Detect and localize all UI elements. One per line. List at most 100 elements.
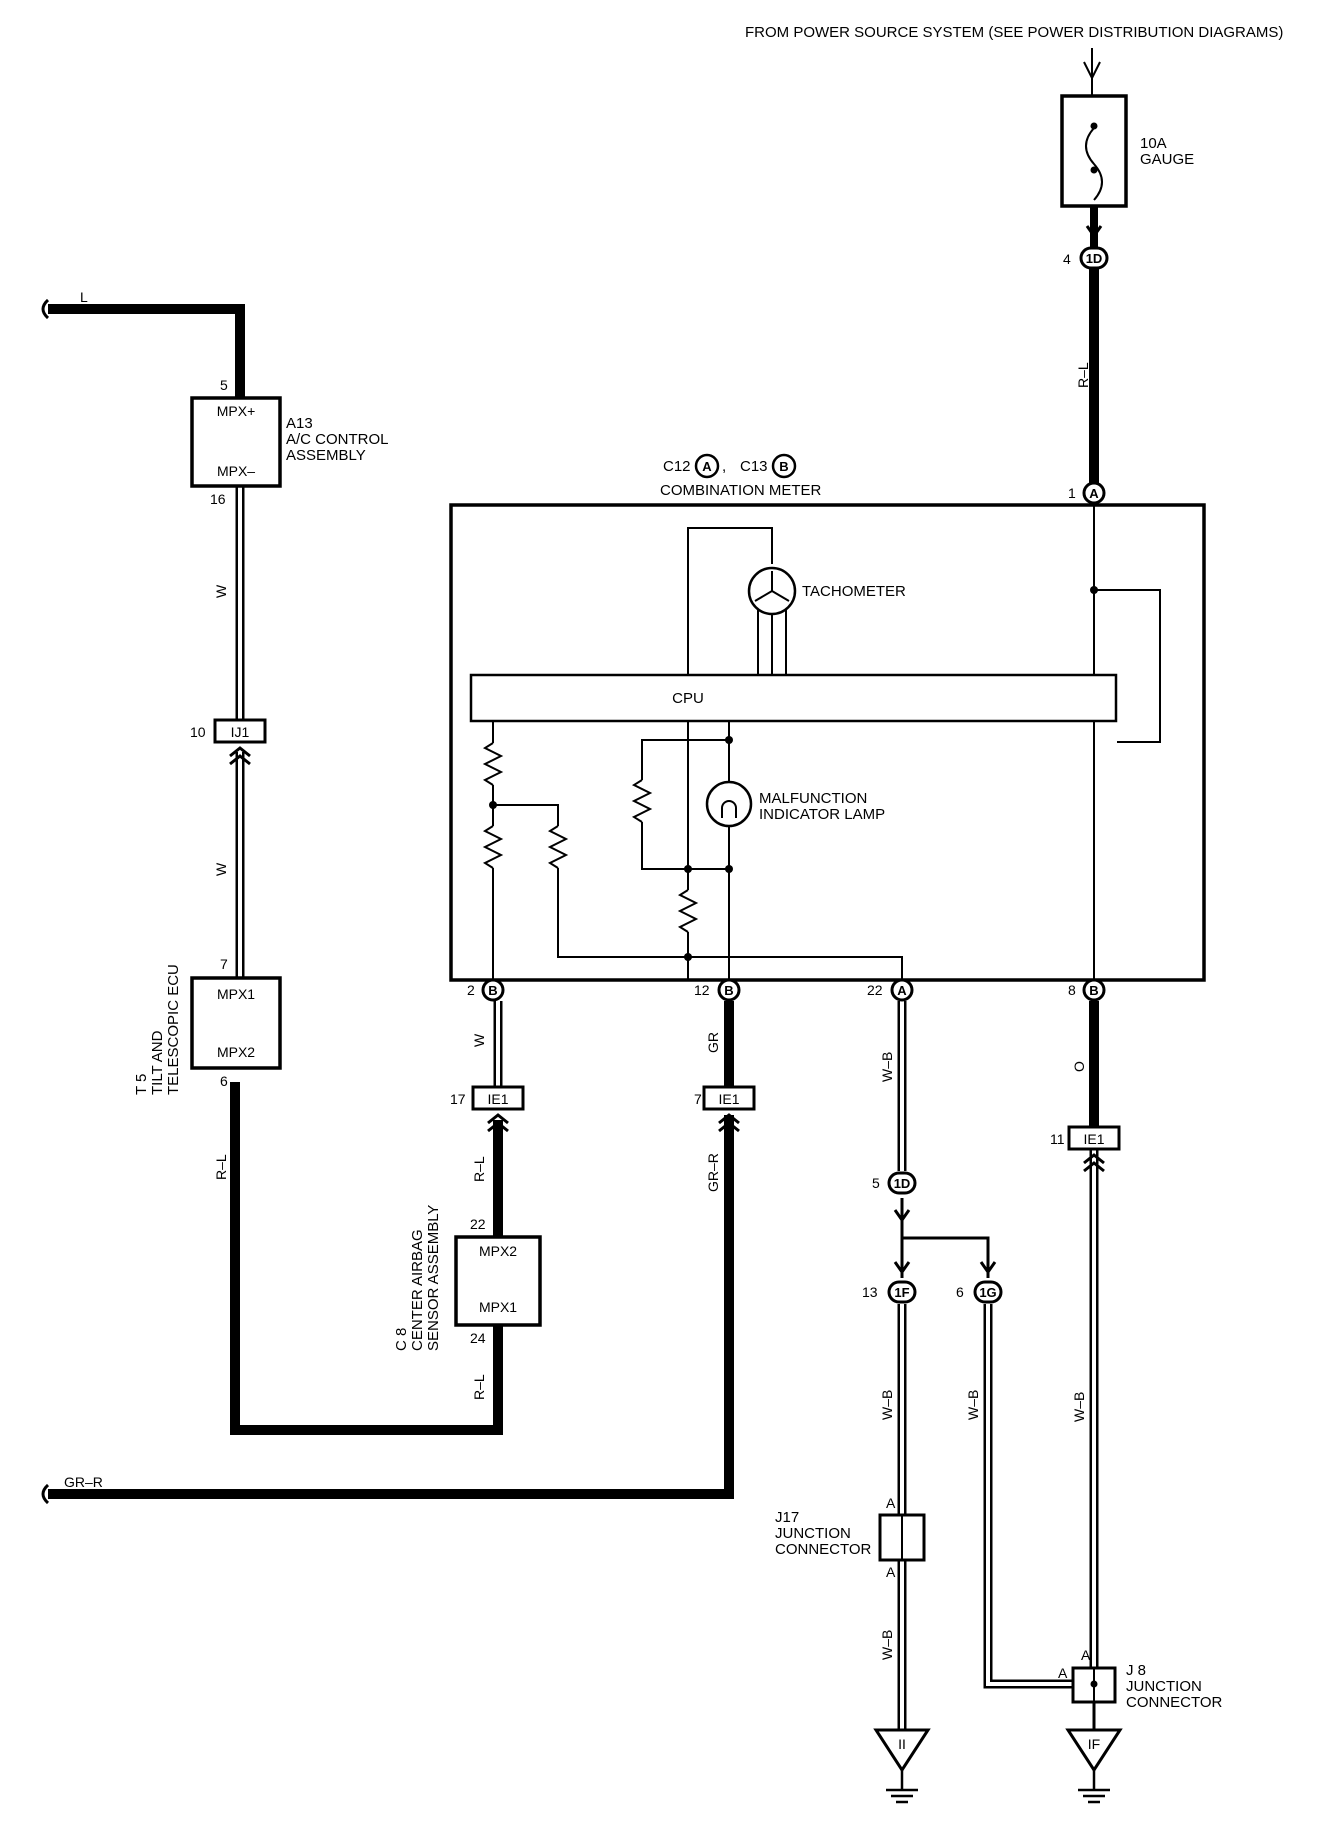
meter-internal-circuit	[482, 505, 1161, 980]
ie1-connector-gr: IE1	[702, 1085, 756, 1133]
connector-1g: 1G	[973, 1280, 1003, 1304]
tilt-ecu-line2: TELESCOPIC ECU	[165, 964, 182, 1095]
ac-control-line1: A/C CONTROL	[286, 431, 389, 448]
svg-text:IJ1: IJ1	[231, 724, 250, 740]
c12-c13-separator: ,	[722, 458, 726, 475]
connector-1d-splice: 1D	[887, 1171, 917, 1195]
pin-16: 16	[210, 491, 226, 507]
wire-label-w-meter: W	[471, 1033, 487, 1047]
wire-label-rl-airbag: R–L	[471, 1374, 487, 1400]
pin-11: 11	[1050, 1131, 1065, 1147]
ac-control-line2: ASSEMBLY	[286, 447, 366, 464]
pin-22-meter: 22	[867, 982, 883, 998]
combination-meter-label: COMBINATION METER	[660, 482, 822, 499]
svg-text:1G: 1G	[979, 1285, 996, 1300]
connector-1f: 1F	[887, 1280, 917, 1304]
malfunction-lamp-icon	[705, 780, 753, 828]
wire-label-wb-1f: W–B	[879, 1390, 895, 1420]
j17-line2: CONNECTOR	[775, 1541, 872, 1558]
j8-pin-top: A	[1081, 1647, 1091, 1663]
j17-pin-top: A	[886, 1495, 896, 1511]
pin-6: 6	[220, 1073, 228, 1089]
ground-if-label: IF	[1088, 1736, 1100, 1752]
j8-line2: CONNECTOR	[1126, 1694, 1223, 1711]
svg-text:A: A	[702, 459, 712, 474]
airbag-line2: SENSOR ASSEMBLY	[425, 1205, 442, 1351]
connector-b-pin2: B	[481, 978, 505, 1002]
wire-label-o: O	[1071, 1061, 1087, 1072]
wire-label-wb-meter: W–B	[879, 1052, 895, 1082]
wire-label-w-ij1: W	[213, 862, 229, 876]
connector-a-pin22: A	[890, 978, 914, 1002]
svg-text:1D: 1D	[894, 1176, 911, 1191]
svg-text:B: B	[488, 983, 497, 998]
c13-label: C13	[740, 458, 768, 475]
fuse-output-arrow	[1085, 225, 1103, 239]
ie1-connector-airbag: IE1	[471, 1085, 525, 1133]
j8-connector	[1071, 1666, 1117, 1704]
wire-label-gr: GR	[705, 1032, 721, 1053]
meter-junction-dots	[489, 586, 1098, 961]
pin-1: 1	[1068, 485, 1076, 501]
airbag-sensor-box	[454, 1235, 542, 1327]
ground-ii-icon	[873, 1728, 931, 1804]
wire-label-gr-r-vertical: GR–R	[705, 1153, 721, 1192]
c12-connector-badge: A	[694, 453, 720, 479]
tilt-pin-mpx2: MPX2	[217, 1044, 255, 1060]
pin-6-1g: 6	[956, 1284, 964, 1300]
svg-text:IE1: IE1	[1083, 1131, 1104, 1147]
wire-l	[48, 304, 245, 398]
connector-b-pin12: B	[717, 978, 741, 1002]
tilt-ecu-box	[190, 976, 282, 1070]
combination-meter-box	[449, 503, 1206, 982]
svg-text:B: B	[779, 459, 788, 474]
wire-wb-1g-to-j8	[983, 1304, 1084, 1689]
c12-label: C12	[663, 458, 691, 475]
pin-4: 4	[1063, 251, 1071, 267]
wire-label-rl-ie1: R–L	[471, 1156, 487, 1182]
ac-pin-mpx-plus: MPX+	[217, 403, 256, 419]
ij1-connector: IJ1	[213, 718, 267, 766]
pin-13: 13	[862, 1284, 878, 1300]
svg-text:1D: 1D	[1086, 251, 1103, 266]
cpu-label: CPU	[672, 690, 704, 707]
tilt-pin-mpx1: MPX1	[217, 986, 255, 1002]
svg-text:IE1: IE1	[718, 1091, 739, 1107]
j17-connector	[878, 1513, 926, 1562]
tilt-ecu-id: T 5	[133, 1074, 150, 1095]
svg-text:1F: 1F	[894, 1285, 909, 1300]
airbag-id: C 8	[393, 1328, 410, 1351]
splice-1d-branch	[893, 1198, 997, 1278]
pin-7-tilt: 7	[220, 956, 228, 972]
connector-b-pin8: B	[1082, 978, 1106, 1002]
wire-label-wb-ground: W–B	[879, 1630, 895, 1660]
wire-label-l: L	[80, 289, 88, 305]
pin-10: 10	[190, 724, 206, 740]
wire-gr-r	[48, 1115, 734, 1499]
airbag-pin-mpx2: MPX2	[479, 1243, 517, 1259]
airbag-line1: CENTER AIRBAG	[409, 1229, 426, 1351]
pin-7-ie1: 7	[694, 1091, 702, 1107]
pin-5-splice: 5	[872, 1175, 880, 1191]
fuse-rating: 10A	[1140, 135, 1167, 152]
ground-ii-label: II	[898, 1736, 906, 1752]
airbag-pin-mpx1: MPX1	[479, 1299, 517, 1315]
pin-12: 12	[694, 982, 710, 998]
wire-l-end	[41, 298, 50, 320]
wire-label-w-ac: W	[213, 584, 229, 598]
svg-text:IE1: IE1	[487, 1091, 508, 1107]
pin-2: 2	[467, 982, 475, 998]
wire-label-rl-tilt: R–L	[213, 1154, 229, 1180]
connector-1d-fuse: 1D	[1079, 246, 1109, 270]
fuse-10a-gauge	[1060, 94, 1128, 208]
c13-connector-badge: B	[771, 453, 797, 479]
tilt-ecu-line1: TILT AND	[149, 1030, 166, 1095]
wire-label-wb-1g: W–B	[965, 1390, 981, 1420]
j17-id: J17	[775, 1509, 799, 1526]
wire-label-gr-r: GR–R	[64, 1474, 103, 1490]
pin-22-airbag: 22	[470, 1216, 486, 1232]
pin-8: 8	[1068, 982, 1076, 998]
fuse-name: GAUGE	[1140, 151, 1194, 168]
pin-24: 24	[470, 1330, 486, 1346]
svg-text:B: B	[1089, 983, 1098, 998]
